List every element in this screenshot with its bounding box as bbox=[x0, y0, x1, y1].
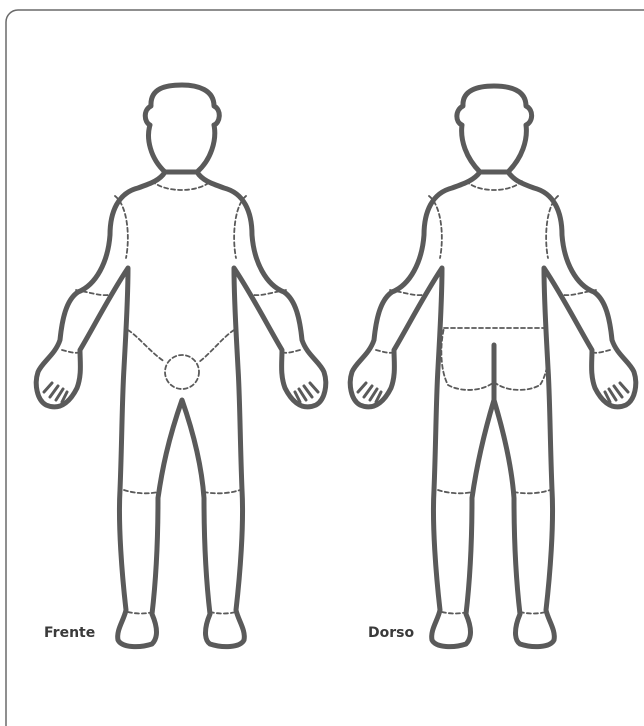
back-right-hand-fingers bbox=[605, 383, 628, 402]
front-groin-circle bbox=[165, 355, 199, 389]
back-left-wrist-dashes bbox=[376, 350, 394, 353]
back-label: Dorso bbox=[368, 625, 414, 641]
front-right-wrist-dashes bbox=[282, 350, 300, 353]
front-hip-dashes bbox=[128, 330, 234, 362]
front-left-ankle-dashes bbox=[128, 612, 153, 614]
front-figure bbox=[36, 85, 325, 647]
back-left-hand-fingers bbox=[358, 383, 381, 402]
front-left-hand-fingers bbox=[44, 383, 67, 402]
front-label: Frente bbox=[44, 625, 95, 641]
back-right-wrist-dashes bbox=[592, 350, 610, 353]
front-neck-dashes bbox=[152, 181, 211, 190]
back-figure bbox=[350, 86, 635, 647]
front-right-hand-fingers bbox=[295, 383, 318, 402]
front-head bbox=[145, 85, 219, 172]
front-body-outline bbox=[36, 172, 325, 647]
back-right-ankle-dashes bbox=[520, 612, 546, 614]
front-right-ankle-dashes bbox=[210, 612, 236, 614]
front-left-knee-dashes bbox=[124, 490, 158, 493]
back-right-knee-dashes bbox=[514, 490, 550, 493]
front-left-wrist-dashes bbox=[62, 350, 80, 353]
back-left-knee-dashes bbox=[438, 490, 472, 493]
back-neck-dashes bbox=[466, 181, 522, 190]
back-head bbox=[457, 86, 532, 172]
back-left-ankle-dashes bbox=[442, 612, 467, 614]
back-body-outline bbox=[350, 172, 635, 647]
front-right-knee-dashes bbox=[204, 490, 240, 493]
